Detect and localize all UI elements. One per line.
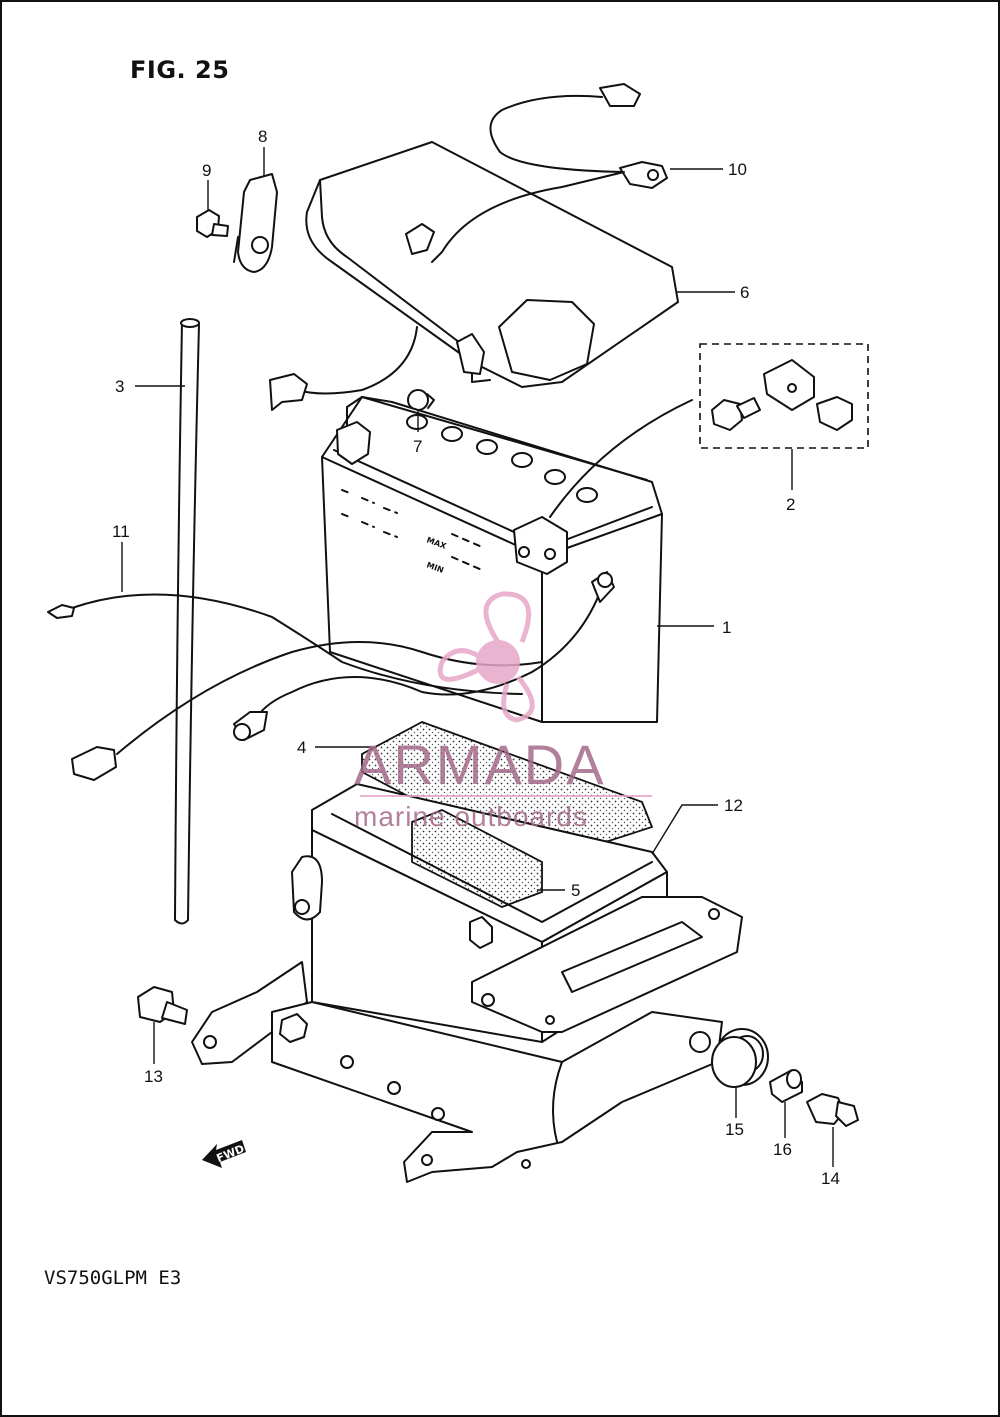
battery-cable: [233, 571, 615, 741]
callout-11: 11: [112, 522, 130, 541]
callout-16: 16: [773, 1140, 792, 1159]
watermark-tagline: marine outboards: [354, 801, 588, 832]
ground-lead: [431, 83, 668, 263]
battery-cover: [305, 141, 679, 388]
battery: MAX MIN: [321, 396, 693, 723]
callout-9: 9: [202, 161, 211, 180]
terminal-bolt-set: [699, 343, 869, 449]
fwd-direction-arrow: FWD: [202, 1140, 246, 1168]
callout-13: 13: [144, 1067, 163, 1086]
model-code: VS750GLPM E3: [44, 1267, 182, 1289]
callout-10: 10: [728, 160, 747, 179]
callout-7: 7: [413, 437, 422, 456]
fwd-label: FWD: [215, 1142, 247, 1165]
callout-4: 4: [297, 738, 306, 757]
callout-numbers: 1 2 3 4 5 6 7 8 9 10 11 12 13 14 15 16: [112, 127, 840, 1188]
callout-1: 1: [722, 618, 731, 637]
callout-8: 8: [258, 127, 267, 146]
mounting-bolt-14: [806, 1093, 859, 1127]
callout-12: 12: [724, 796, 743, 815]
propeller-logo: [437, 591, 535, 723]
armada-watermark: ARMADA marine outboards: [354, 591, 652, 832]
callout-3: 3: [115, 377, 124, 396]
cover-bolt: [196, 209, 229, 238]
battery-cell-caps: [406, 414, 598, 503]
figure-title: FIG. 25: [130, 56, 230, 84]
leader-lines: [121, 147, 834, 1167]
callout-6: 6: [740, 283, 749, 302]
collar: [769, 1069, 803, 1103]
callout-14: 14: [821, 1169, 840, 1188]
watermark-brand: ARMADA: [354, 733, 606, 796]
cover-lead: [269, 326, 435, 411]
battery-holder-bracket: [191, 896, 743, 1183]
breather-hose: [174, 318, 200, 925]
callout-5: 5: [571, 881, 580, 900]
cover-bracket: [233, 173, 278, 273]
callout-2: 2: [786, 495, 795, 514]
spacer-pad: [361, 721, 654, 865]
callout-15: 15: [725, 1120, 744, 1139]
cushion: [711, 1028, 769, 1088]
mounting-bolt-13: [137, 986, 188, 1025]
